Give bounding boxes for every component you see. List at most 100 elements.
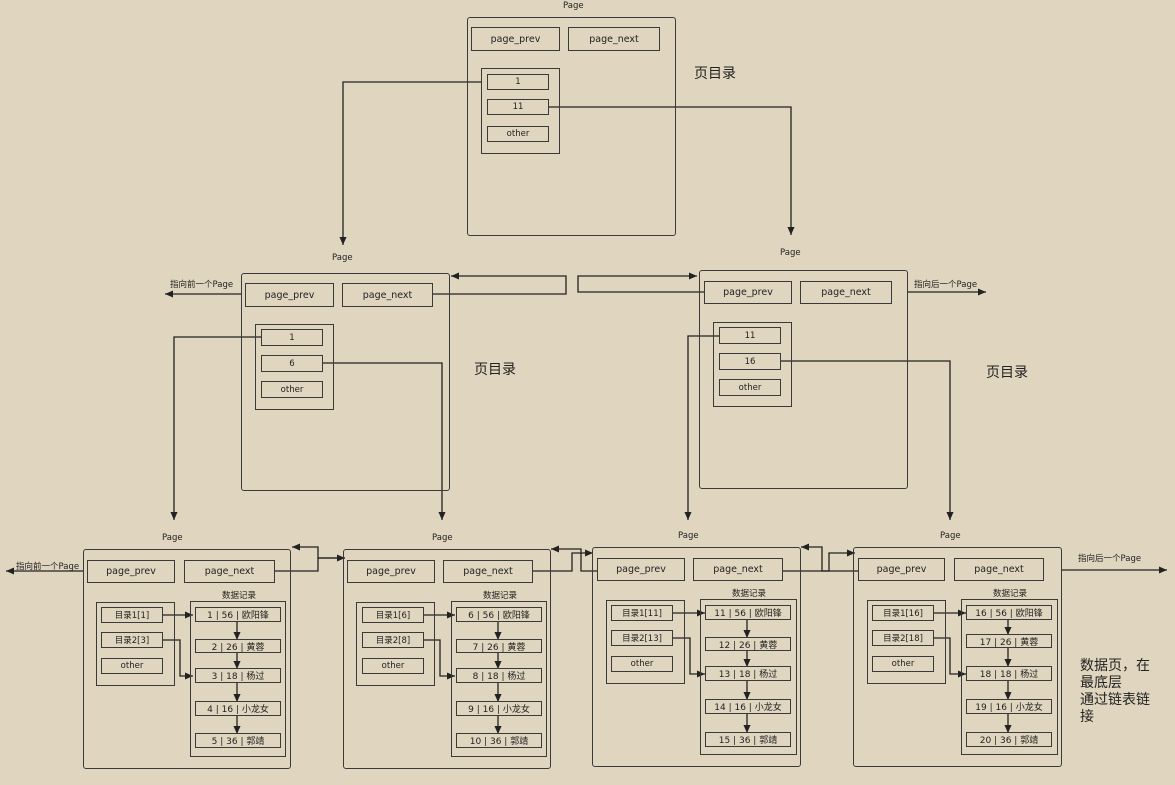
leaf-page-4 [853, 547, 1062, 767]
leaf3-records-label: 数据记录 [732, 589, 767, 599]
leaf4-next-pointer-label: 指向后一个Page [1078, 554, 1142, 564]
leaf1-record: 4 | 16 | 小龙女 [195, 701, 281, 716]
leaf4-other: other [872, 656, 934, 672]
leaf4-record: 17 | 26 | 黄蓉 [966, 634, 1052, 648]
inner1-entry: 6 [261, 355, 323, 372]
leaf1-record: 3 | 18 | 杨过 [195, 668, 281, 683]
leaf1-prev-pointer-label: 指向前一个Page [16, 562, 80, 572]
note-line: 通过链表链 [1080, 692, 1150, 708]
leaf3-dir-entry: 目录2[13] [611, 630, 673, 646]
root-page-next: page_next [568, 27, 660, 51]
leaf-link-2-3 [533, 549, 593, 572]
root-entry-11-pointer [549, 106, 795, 235]
leaf2-records-label: 数据记录 [483, 591, 518, 601]
leaf-link-2-1 [292, 543, 345, 559]
leaf2-other: other [362, 658, 424, 674]
leaf3-other: other [611, 656, 673, 672]
inner1-directory [255, 324, 334, 410]
root-page-title: Page [563, 1, 584, 11]
leaf3-directory [606, 600, 685, 684]
leaf4-dir-entry: 目录2[18] [872, 630, 934, 646]
leaf1-directory [96, 602, 175, 686]
inner1-entry: 1 [261, 329, 323, 346]
leaf4-records-box [961, 599, 1058, 755]
leaf3-dir-entry: 目录1[11] [611, 605, 673, 621]
root-directory-label: 页目录 [694, 66, 736, 82]
leaf1-record: 1 | 56 | 欧阳锋 [195, 607, 281, 622]
inner2-entry: 16 [719, 353, 781, 370]
leaf2-record: 7 | 26 | 黄蓉 [456, 639, 542, 653]
leaf3-page-prev: page_prev [597, 558, 685, 581]
leaf4-record: 20 | 36 | 郭靖 [966, 732, 1052, 747]
leaf-page-1 [83, 549, 291, 769]
leaf4-record: 16 | 56 | 欧阳锋 [966, 605, 1052, 620]
inner2-page-title: Page [780, 248, 801, 258]
inner2-entry-11-pointer [684, 335, 719, 520]
inner1-page-prev: page_prev [245, 283, 334, 307]
root-entry: 11 [487, 99, 549, 115]
leaf2-directory [356, 602, 435, 686]
leaf3-page-next: page_next [693, 558, 783, 581]
leaf2-page-prev: page_prev [347, 560, 435, 583]
leaf4-page-title: Page [940, 531, 961, 541]
inner2-directory-label: 页目录 [986, 365, 1028, 381]
leaf3-page-title: Page [678, 531, 699, 541]
leaf-page-2 [343, 549, 551, 769]
leaf1-record: 5 | 36 | 郭靖 [195, 733, 281, 748]
leaf2-page-title: Page [432, 533, 453, 543]
leaf1-page-prev: page_prev [87, 560, 175, 583]
leaf1-page-next: page_next [184, 560, 275, 583]
inner2-next-pointer-label: 指向后一个Page [914, 280, 978, 290]
inner2-entry: 11 [719, 327, 781, 344]
leaf3-record: 13 | 18 | 杨过 [705, 666, 791, 681]
leaf-level-note: 数据页，在 最底层 通过链表链 接 [1080, 658, 1150, 726]
leaf-link-4-3 [801, 543, 858, 572]
leaf3-record: 11 | 56 | 欧阳锋 [705, 605, 791, 620]
leaf2-record: 6 | 56 | 欧阳锋 [456, 607, 542, 622]
leaf1-record: 2 | 26 | 黄蓉 [195, 639, 281, 653]
note-line: 接 [1080, 709, 1094, 725]
leaf3-record: 15 | 36 | 郭靖 [705, 732, 791, 747]
inner-page-1 [241, 273, 450, 491]
leaf4-record: 18 | 18 | 杨过 [966, 666, 1052, 681]
root-other: other [487, 126, 549, 142]
note-line: 数据页，在 [1080, 658, 1150, 674]
leaf3-record: 12 | 26 | 黄蓉 [705, 637, 791, 651]
leaf1-dir-entry: 目录1[1] [101, 607, 163, 623]
leaf3-record: 14 | 16 | 小龙女 [705, 699, 791, 714]
leaf4-page-prev: page_prev [858, 558, 945, 581]
l1-prev-link [577, 272, 704, 293]
leaf2-records-box [451, 601, 547, 757]
inner1-prev-pointer-label: 指向前一个Page [170, 280, 234, 290]
inner2-page-prev: page_prev [704, 281, 792, 304]
leaf1-dir-entry: 目录2[3] [101, 632, 163, 648]
leaf4-page-next: page_next [954, 558, 1044, 581]
leaf4-record: 19 | 16 | 小龙女 [966, 699, 1052, 714]
leaf4-dir-entry: 目录1[16] [872, 605, 934, 621]
leaf-link-3-4 [783, 549, 855, 572]
inner2-page-next: page_next [800, 281, 892, 304]
leaf-page-3 [592, 547, 801, 767]
leaf1-other: other [101, 658, 163, 674]
l1-next-link [433, 272, 567, 295]
root-page [467, 17, 676, 236]
leaf2-dir-entry: 目录2[8] [362, 632, 424, 648]
inner1-page-title: Page [332, 253, 353, 263]
inner2-entry-16-pointer [780, 360, 954, 520]
note-line: 最底层 [1080, 675, 1122, 691]
leaf4-records-label: 数据记录 [993, 589, 1028, 599]
leaf-link-3-2 [551, 545, 598, 572]
leaf2-dir-entry: 目录1[6] [362, 607, 424, 623]
inner-page-2 [699, 270, 908, 489]
root-entry: 1 [487, 74, 549, 90]
inner1-directory-label: 页目录 [474, 362, 516, 378]
inner2-other: other [719, 379, 781, 396]
leaf1-records-label: 数据记录 [222, 591, 257, 601]
leaf3-records-box [700, 599, 797, 755]
root-page-prev: page_prev [471, 27, 560, 51]
leaf1-page-title: Page [162, 533, 183, 543]
leaf2-record: 9 | 16 | 小龙女 [456, 701, 542, 716]
inner2-directory [713, 322, 792, 407]
